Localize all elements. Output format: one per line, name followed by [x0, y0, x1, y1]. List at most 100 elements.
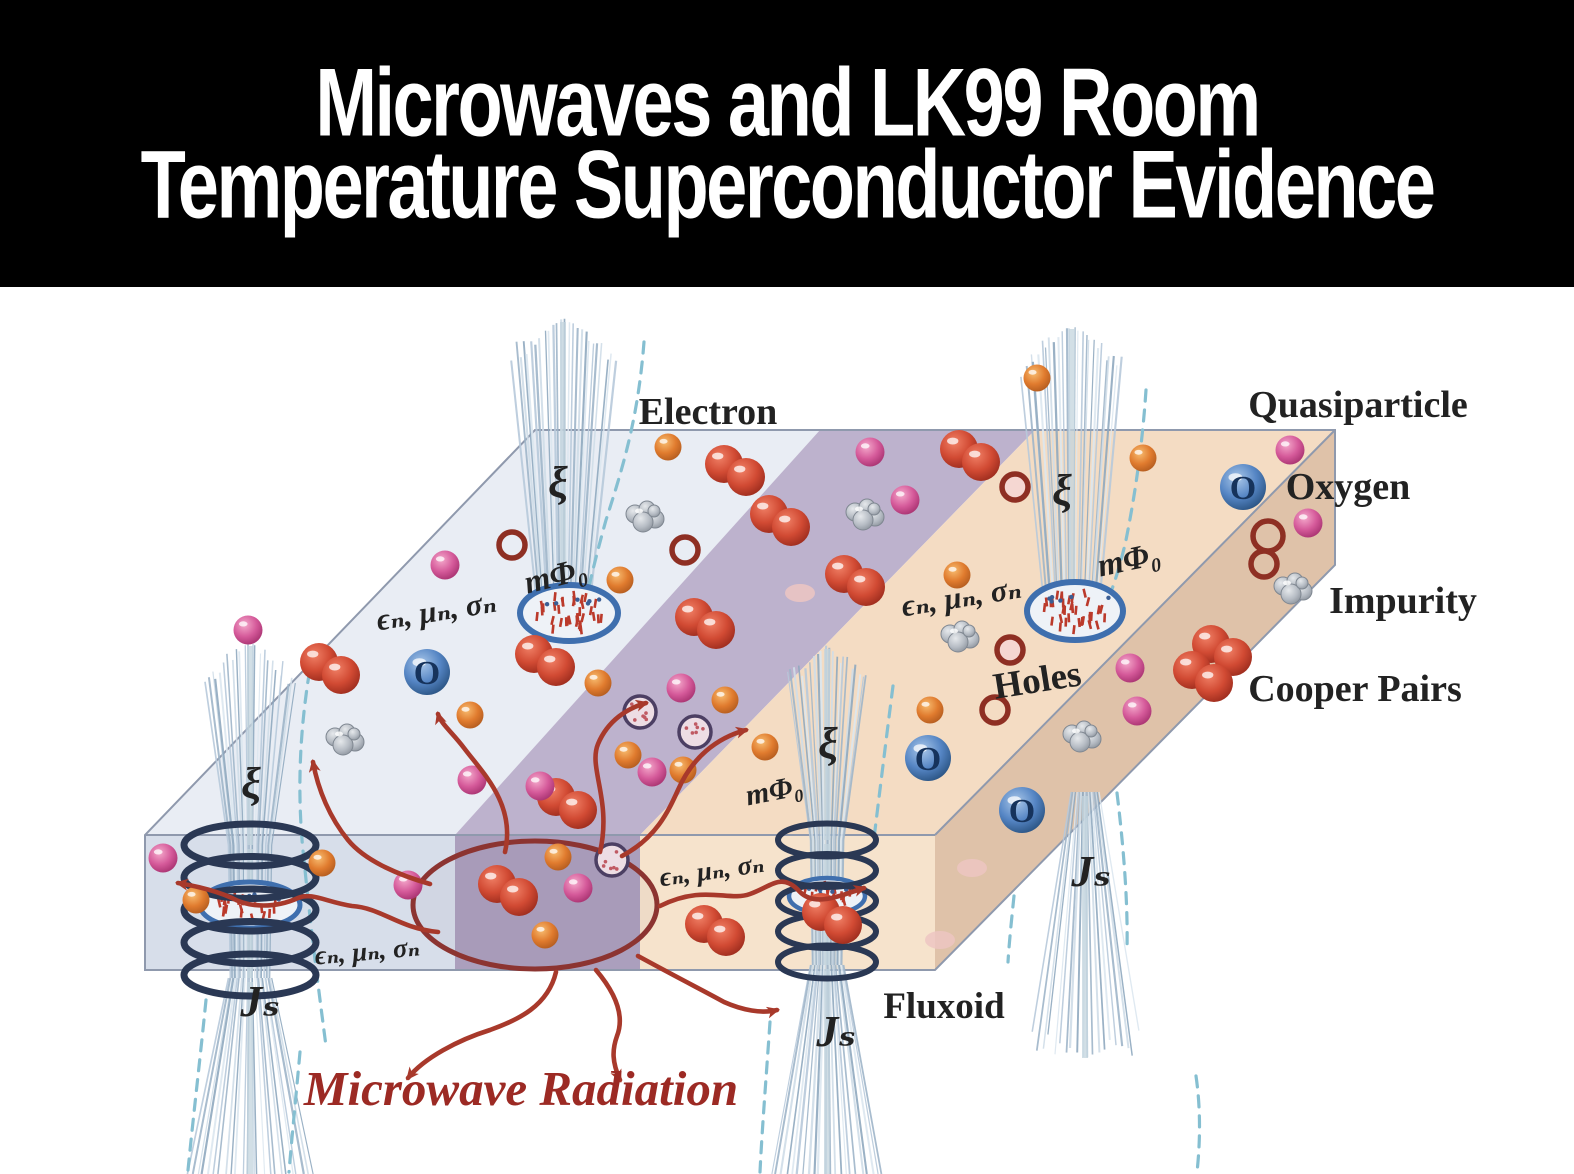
coil-ring	[180, 950, 320, 1000]
flux-line	[836, 964, 865, 1174]
microwave-arrow	[619, 726, 749, 859]
cooper-pair	[1192, 625, 1252, 676]
disk-speckle	[591, 611, 596, 622]
oxygen-atom: O	[905, 735, 951, 781]
flux-line	[267, 683, 290, 846]
dashed-flux-guide	[287, 1050, 302, 1174]
flux-line	[813, 964, 825, 1174]
electron-sphere	[182, 886, 210, 914]
disk-speckle	[579, 594, 585, 604]
flux-line	[838, 964, 868, 1174]
flux-line	[833, 656, 845, 841]
cooper-pair	[1173, 651, 1233, 702]
hole-ring	[669, 534, 701, 566]
disk-dot	[1058, 598, 1063, 603]
flux-line	[581, 343, 603, 607]
hole-ring	[999, 471, 1031, 503]
flux-line	[816, 964, 826, 1174]
flux-line	[586, 353, 612, 607]
flux-line	[207, 677, 232, 846]
electron-sphere	[584, 669, 612, 697]
coil-ring	[180, 853, 320, 902]
flux-line	[565, 322, 571, 607]
flux-line	[225, 977, 243, 1174]
electron-sphere	[711, 686, 739, 714]
flux-line	[797, 665, 816, 841]
slab-top-mid-strip	[455, 430, 1035, 835]
quasiparticle-sphere	[890, 485, 920, 515]
flux-line	[1095, 791, 1130, 1049]
flux-line	[515, 341, 541, 607]
flux-line	[1095, 365, 1118, 609]
disk-speckle	[1058, 622, 1062, 632]
slab	[144, 429, 1336, 971]
flux-line	[231, 659, 243, 846]
flux-line	[260, 660, 274, 846]
quasiparticle-sphere	[666, 673, 696, 703]
cooper-pair	[750, 495, 810, 546]
dashed-flux-guide	[1115, 791, 1129, 952]
electron-sphere	[531, 921, 559, 949]
flux-line	[230, 977, 245, 1174]
flux-line	[801, 675, 818, 841]
flux-line	[842, 675, 867, 841]
dashed-flux-guide	[1006, 894, 1016, 964]
microwave-arrow	[635, 953, 780, 1019]
flux-line	[1090, 791, 1111, 1040]
flux-line	[802, 964, 821, 1174]
flux-line	[830, 964, 843, 1174]
cooper-pair	[940, 430, 1000, 481]
flux-line	[575, 340, 590, 607]
flux-line	[1044, 347, 1059, 609]
flux-line	[261, 977, 287, 1174]
flux-line	[804, 668, 819, 841]
flux-line	[1097, 356, 1123, 609]
microwave-arrow	[308, 759, 433, 887]
disk-speckle	[1072, 625, 1076, 635]
flux-line	[1077, 331, 1085, 609]
flux-line	[832, 964, 847, 1174]
flux-line	[519, 357, 543, 607]
dashed-flux-guide	[758, 1020, 772, 1174]
flux-line	[1031, 791, 1073, 1032]
flux-line	[1065, 791, 1082, 1053]
impurity-cluster	[1273, 572, 1313, 605]
cooper-pair	[478, 865, 538, 916]
flux-line	[235, 649, 245, 846]
electron-sphere	[456, 701, 484, 729]
flux-line	[547, 330, 557, 607]
flux-line	[1020, 376, 1046, 609]
svg-text:O: O	[1230, 470, 1256, 507]
slab-top-left-strip	[145, 430, 820, 835]
dashed-flux-guide	[186, 998, 208, 1172]
svg-text:O: O	[414, 655, 440, 692]
flux-line	[828, 964, 837, 1174]
disk-speckle	[1089, 611, 1093, 622]
flux-line	[786, 964, 816, 1174]
flux-line	[1042, 791, 1075, 1049]
flux-line	[1085, 348, 1100, 609]
oxygen-atom: O	[404, 649, 450, 695]
flux-line	[1087, 791, 1101, 1053]
flux-line	[832, 662, 842, 841]
cooper-pair	[515, 635, 575, 686]
flux-line	[218, 672, 237, 846]
flux-line	[584, 359, 609, 607]
disk-speckle	[558, 617, 563, 628]
flux-line	[1083, 339, 1095, 609]
flux-line	[544, 330, 555, 607]
label-microwave-radiation: Microwave Radiation	[303, 1061, 738, 1116]
disk-dot	[1047, 596, 1052, 601]
oxygen-atom: O	[1220, 464, 1266, 510]
flux-line	[260, 977, 283, 1174]
disk-dot	[575, 597, 580, 602]
flux-line	[809, 662, 821, 841]
flux-line	[828, 651, 834, 841]
flux-line	[817, 653, 825, 841]
electron-sphere	[654, 433, 682, 461]
cooper-pair	[685, 905, 745, 956]
flux-line	[233, 977, 246, 1174]
label-impurity: Impurity	[1329, 580, 1477, 622]
fluxoid-disk-top-right	[1024, 579, 1126, 643]
electron-sphere	[614, 741, 642, 769]
